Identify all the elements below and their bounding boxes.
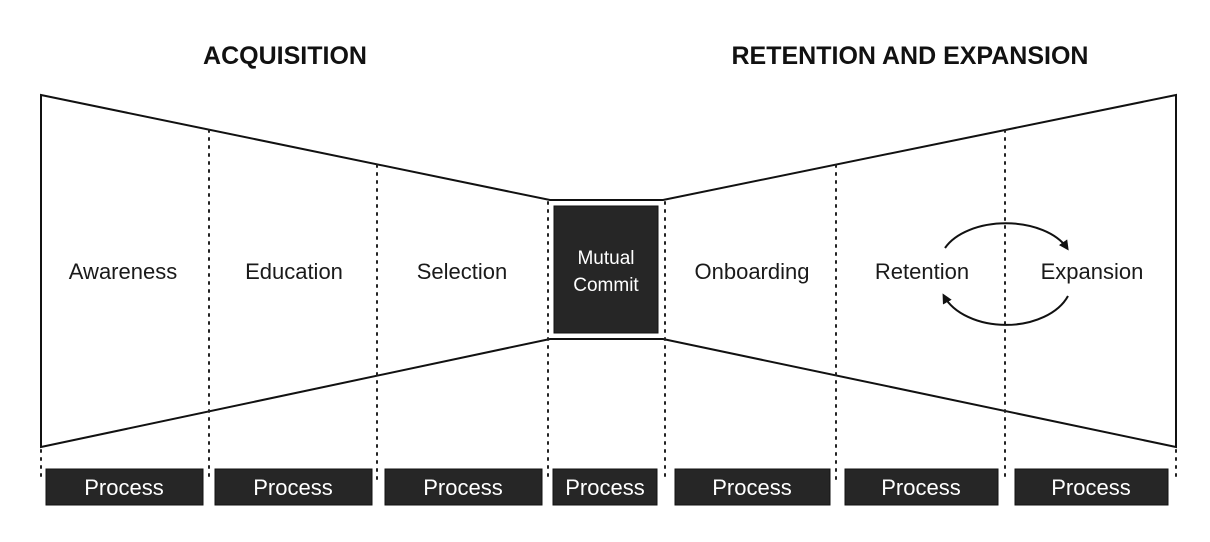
process-label: Process xyxy=(712,475,791,500)
mutual-commit-box xyxy=(553,205,659,334)
process-box xyxy=(674,468,831,506)
retention-expansion-title: RETENTION AND EXPANSION xyxy=(732,42,1089,70)
stage-retention: Retention xyxy=(875,259,969,284)
stage-expansion: Expansion xyxy=(1041,259,1144,284)
process-box xyxy=(1014,468,1169,506)
process-box xyxy=(214,468,373,506)
stage-education: Education xyxy=(245,259,343,284)
stage-selection: Selection xyxy=(417,259,508,284)
process-label: Process xyxy=(565,475,644,500)
bowtie-outline xyxy=(40,93,1177,449)
process-label: Process xyxy=(84,475,163,500)
process-box xyxy=(384,468,543,506)
process-box xyxy=(844,468,999,506)
cycle-arrow-top-icon xyxy=(944,222,1069,251)
process-box xyxy=(552,468,658,506)
process-label: Process xyxy=(253,475,332,500)
process-label: Process xyxy=(881,475,960,500)
stage-awareness: Awareness xyxy=(69,259,177,284)
cycle-arrow-bottom-icon xyxy=(942,293,1069,326)
process-box xyxy=(45,468,204,506)
stage-onboarding: Onboarding xyxy=(695,259,810,284)
acquisition-title: ACQUISITION xyxy=(203,42,367,70)
mutual-commit-label-line2: Commit xyxy=(573,275,639,296)
process-label: Process xyxy=(423,475,502,500)
mutual-commit-label-line1: Mutual xyxy=(577,248,634,269)
process-label: Process xyxy=(1051,475,1130,500)
